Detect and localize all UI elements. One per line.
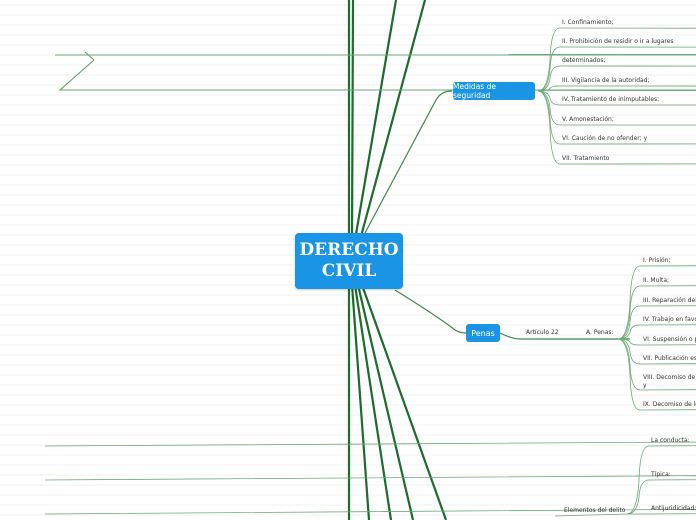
leaf-item[interactable]: III. Reparación del xyxy=(643,297,696,304)
branch-line xyxy=(58,51,696,165)
branch-line xyxy=(54,54,696,346)
leaf-item[interactable]: II. Multa; xyxy=(643,277,670,284)
leaf-item[interactable]: VI. Caución de no ofender; y xyxy=(562,135,648,142)
root-title-line1: DERECHO xyxy=(299,240,399,260)
node-medidas-de-seguridad[interactable]: Medidas de seguridad xyxy=(453,82,535,100)
leaf-item[interactable]: La conducta: xyxy=(651,437,690,444)
leaf-item[interactable]: III. Vigilancia de la autoridad; xyxy=(562,77,650,84)
branch-line xyxy=(58,51,696,145)
node-a-penas[interactable]: A. Penas: xyxy=(586,329,614,336)
leaf-item[interactable]: VII. Tratamiento xyxy=(562,155,610,162)
branch-line xyxy=(54,54,696,340)
leaf-item[interactable]: VII. Publicación esp xyxy=(643,355,696,362)
branch-line xyxy=(54,54,696,365)
branch-line xyxy=(54,54,696,340)
leaf-item[interactable]: determinados; xyxy=(562,57,606,64)
leaf-item[interactable]: I. Prisión; xyxy=(643,257,671,264)
branch-line xyxy=(58,51,696,126)
node-label: Medidas de seguridad xyxy=(453,82,496,100)
branch-line xyxy=(54,54,696,391)
leaf-item[interactable]: V. Amonestación; xyxy=(562,116,614,123)
leaf-item[interactable]: Antijuridicidad: xyxy=(651,505,696,512)
branch-line xyxy=(44,508,696,515)
leaf-item[interactable]: IV. Tratamiento de inimputables; xyxy=(562,96,660,103)
leaf-item[interactable]: VI. Suspensión o p xyxy=(643,336,696,343)
leaf-item[interactable]: I. Confinamiento; xyxy=(562,19,614,26)
leaf-item[interactable]: II. Prohibición de residir o ir a lugare… xyxy=(562,38,674,45)
branch-line xyxy=(58,27,696,92)
node-elementos-del-delito[interactable]: Elementos del delito xyxy=(564,507,626,514)
branch-line xyxy=(44,475,696,515)
leaf-item[interactable]: Típica: xyxy=(651,471,671,478)
leaf-item[interactable]: VIII. Decomiso de xyxy=(643,374,696,381)
root-title-line2: CIVIL xyxy=(321,261,377,281)
branch-line xyxy=(58,51,696,92)
leaf-item[interactable]: IV. Trabajo en favo xyxy=(643,316,696,323)
node-label: Penas xyxy=(471,328,495,338)
branch-line xyxy=(54,54,696,340)
leaf-item[interactable]: IX. Decomiso de lo xyxy=(643,401,696,408)
branch-line xyxy=(58,51,696,92)
branch-line xyxy=(54,54,696,411)
leaf-item-continued: y xyxy=(643,382,647,389)
node-penas[interactable]: Penas xyxy=(466,324,500,342)
node-articulo-22[interactable]: Artículo 22 xyxy=(526,329,559,336)
branch-line xyxy=(54,54,696,340)
branch-line xyxy=(58,46,696,92)
branch-line xyxy=(58,51,696,106)
